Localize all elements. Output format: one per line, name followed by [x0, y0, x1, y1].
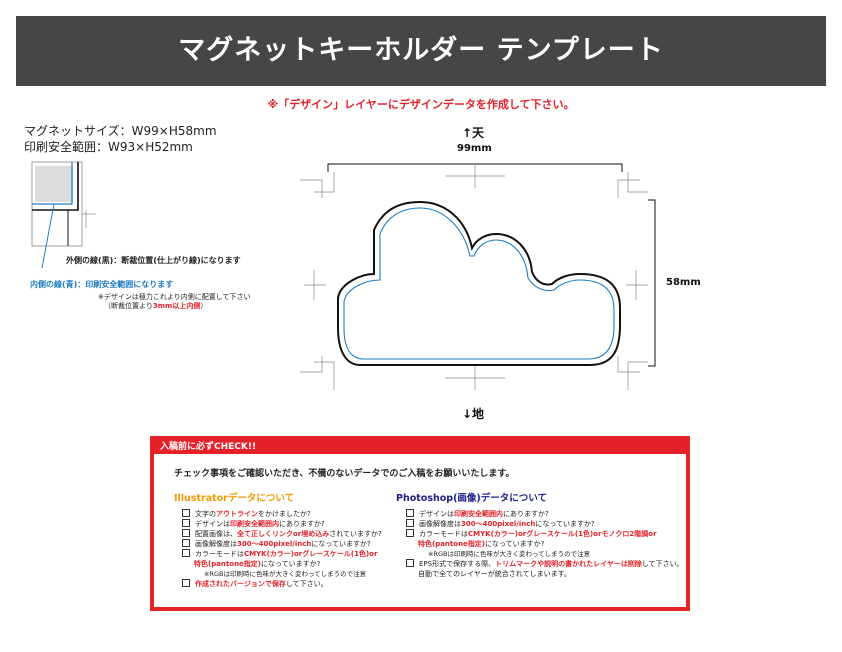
checklist-item[interactable]: 画像解像度は300～400pixel/inchになっていますか? [182, 539, 382, 549]
checklist-item[interactable]: 作成されたバージョンで保存して下さい。 [182, 579, 382, 589]
offset-note: （断裁位置より3mm以上内側） [104, 302, 208, 310]
check-intro: チェック事項をご確認いただき、不備のないデータでのご入稿をお願いいたします。 [174, 469, 515, 479]
outer-line-legend: 外側の線(黒)：断裁位置(仕上がり線)になります [66, 256, 241, 265]
photoshop-checklist: デザインは印刷安全範囲内にありますか? 画像解像度は300～400pixel/i… [406, 509, 684, 579]
checklist-item-continued: 自動で全てのレイヤーが統合されてしまいます。 [418, 570, 571, 578]
bottom-direction-label: ↓地 [462, 407, 485, 421]
checkbox[interactable] [182, 549, 190, 557]
checklist-item[interactable]: デザインは印刷安全範囲内にありますか? [406, 509, 684, 519]
title-bar: マグネットキーホルダー テンプレート [16, 16, 826, 86]
check-header: 入稿前に必ずCHECK!! なるべくテンプレートにはめ込んで下さい。テンプレート… [150, 436, 690, 454]
page-title: マグネットキーホルダー テンプレート [178, 35, 664, 66]
width-dimension-label: 99mm [457, 143, 492, 154]
photoshop-section-title: Photoshop(画像)データについて [396, 493, 547, 504]
checkbox[interactable] [182, 529, 190, 537]
checklist-item[interactable]: カラーモードはCMYK(カラー)orグレースケール(1色)orモノクロ2階調or [406, 529, 684, 539]
inner-line-legend: 内側の線(青)：印刷安全範囲になります [30, 280, 174, 289]
checklist-item[interactable]: デザインは印刷安全範囲内にありますか? [182, 519, 382, 529]
trim-marks [300, 164, 648, 390]
safe-area-cloud [343, 207, 615, 360]
template-drawing [300, 163, 656, 390]
corner-legend-diagram [31, 161, 96, 269]
checklist-item[interactable]: 画像解像度は300～400pixel/inchになっていますか? [406, 519, 684, 529]
rgb-note: ※RGBは印刷時に色味が大きく変わってしまうので注意 [428, 550, 591, 558]
check-tagline: なるべくテンプレートにはめ込んで下さい。テンプレートにはめ込まない場合は、これら… [286, 442, 675, 451]
illustrator-checklist: 文字のアウトラインをかけましたか? デザインは印刷安全範囲内にありますか? 配置… [182, 509, 382, 589]
checklist-item[interactable]: 配置画像は、全て正しくリンクor埋め込みされていますか? [182, 529, 382, 539]
magnet-size-spec: マグネットサイズ：W99×H58mm [24, 124, 217, 138]
design-note: ※デザインは極力これより内側に配置して下さい [98, 293, 251, 301]
illustrator-section-title: Illustratorデータについて [174, 493, 295, 504]
rgb-note: ※RGBは印刷時に色味が大きく変わってしまうので注意 [204, 570, 367, 578]
instruction-text: ※「デザイン」レイヤーにデザインデータを作成して下さい。 [267, 98, 575, 111]
check-title: 入稿前に必ずCHECK!! [160, 442, 257, 452]
top-direction-label: ↑天 [462, 126, 485, 140]
checkbox[interactable] [182, 579, 190, 587]
checkbox[interactable] [182, 509, 190, 517]
checkbox[interactable] [182, 519, 190, 527]
height-dimension-label: 58mm [666, 277, 701, 288]
cut-line-cloud [337, 200, 621, 366]
checklist-item[interactable]: EPS形式で保存する際、トリムマークや説明の書かれたレイヤーは削除して下さい。 [406, 559, 684, 569]
checklist-item[interactable]: カラーモードはCMYK(カラー)orグレースケール(1色)or [182, 549, 382, 559]
check-panel: チェック事項をご確認いただき、不備のないデータでのご入稿をお願いいたします。 I… [150, 454, 690, 611]
print-area-spec: 印刷安全範囲：W93×H52mm [24, 140, 193, 154]
checkbox[interactable] [406, 509, 414, 517]
checkbox[interactable] [406, 519, 414, 527]
checklist-item-continued: 特色(pantone指定)になっていますか? [194, 560, 321, 568]
checkbox[interactable] [182, 539, 190, 547]
checklist-item[interactable]: 文字のアウトラインをかけましたか? [182, 509, 382, 519]
checklist-item-continued: 特色(pantone指定)になっていますか? [418, 540, 545, 548]
checkbox[interactable] [406, 559, 414, 567]
checkbox[interactable] [406, 529, 414, 537]
